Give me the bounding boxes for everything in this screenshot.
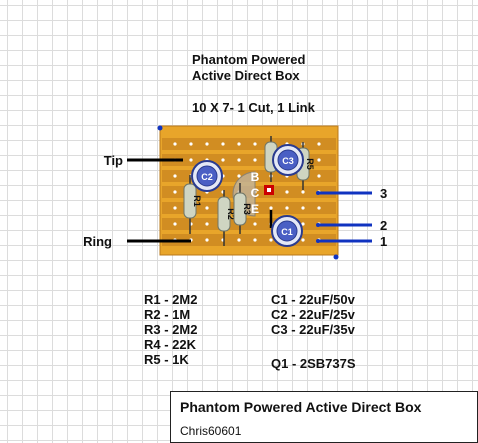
strip-hole: [205, 238, 209, 242]
strip-hole: [189, 142, 193, 146]
resistor-r2-label: R2: [226, 208, 236, 220]
strip-hole: [173, 222, 177, 226]
strip-hole: [237, 158, 241, 162]
resistor-list: R1 - 2M2 R2 - 1M R3 - 2M2 R4 - 22K R5 - …: [144, 292, 197, 367]
strip-hole: [253, 222, 257, 226]
transistor-item: Q1 - 2SB737S: [271, 356, 356, 371]
title-block: Phantom Powered Active Direct Box Chris6…: [170, 391, 478, 443]
resistor-r1-label: R1: [192, 195, 202, 207]
strip-hole: [189, 158, 193, 162]
capacitor-c3: C3: [272, 144, 304, 176]
strip-hole: [301, 190, 305, 194]
strip-hole: [301, 222, 305, 226]
strip-hole: [173, 174, 177, 178]
resistor-r3: R3: [233, 183, 252, 234]
tip-label: Tip: [104, 153, 123, 168]
corner-marker: [157, 125, 163, 131]
resistor-r2: R2: [217, 190, 236, 246]
transistor-pin-e: E: [251, 202, 259, 216]
parts-list-item: R2 - 1M: [144, 307, 191, 322]
strip-hole: [237, 142, 241, 146]
strip-hole: [221, 158, 225, 162]
pin2-label: 2: [380, 218, 387, 233]
parts-list-item: R5 - 1K: [144, 352, 189, 367]
pin3-label: 3: [380, 186, 387, 201]
resistor-r5-label: R5: [305, 158, 315, 170]
ring-label: Ring: [83, 234, 112, 249]
capacitor-c3-label: C3: [282, 156, 294, 166]
corner-marker: [333, 254, 339, 260]
strip-hole: [237, 238, 241, 242]
strip-hole: [221, 142, 225, 146]
strip-hole: [301, 238, 305, 242]
strip-hole: [253, 158, 257, 162]
strip-hole: [173, 206, 177, 210]
capacitor-c2-label: C2: [201, 172, 213, 182]
parts-list-item: C1 - 22uF/50v: [271, 292, 355, 307]
capacitor-list: C1 - 22uF/50v C2 - 22uF/25v C3 - 22uF/35…: [271, 292, 355, 337]
strip-hole: [173, 142, 177, 146]
title-block-title: Phantom Powered Active Direct Box: [180, 399, 422, 415]
diagram-title-line1: Phantom Powered: [192, 52, 306, 67]
capacitor-c2: C2: [191, 160, 223, 192]
capacitor-c1-label: C1: [281, 227, 293, 237]
strip-hole: [317, 206, 321, 210]
parts-list-item: R3 - 2M2: [144, 322, 198, 337]
strip-hole: [301, 206, 305, 210]
strip-hole: [269, 238, 273, 242]
strip-hole: [317, 158, 321, 162]
parts-list-item: C3 - 22uF/35v: [271, 322, 355, 337]
strip-hole: [173, 190, 177, 194]
strip-hole: [205, 222, 209, 226]
strip-hole: [253, 238, 257, 242]
strip-hole: [269, 206, 273, 210]
strip-hole: [237, 174, 241, 178]
parts-list-item: R4 - 22K: [144, 337, 197, 352]
resistor-r3-label: R3: [242, 203, 252, 215]
parts-list-item: C2 - 22uF/25v: [271, 307, 355, 322]
strip-hole: [253, 142, 257, 146]
resistor-r1: R1: [183, 175, 202, 234]
strip-hole: [285, 206, 289, 210]
strip-hole: [205, 206, 209, 210]
capacitor-c1: C1: [271, 215, 303, 247]
strip-hole: [205, 142, 209, 146]
title-block-author: Chris60601: [180, 424, 242, 438]
strip-hole: [317, 174, 321, 178]
transistor-pin-b: B: [251, 170, 260, 184]
strip-hole: [285, 190, 289, 194]
strip-hole: [317, 142, 321, 146]
parts-list-item: R1 - 2M2: [144, 292, 198, 307]
diagram-title-line2: Active Direct Box: [192, 68, 300, 83]
pin1-label: 1: [380, 234, 387, 249]
transistor-pin-c: C: [251, 186, 260, 200]
board-spec: 10 X 7- 1 Cut, 1 Link: [192, 100, 315, 115]
